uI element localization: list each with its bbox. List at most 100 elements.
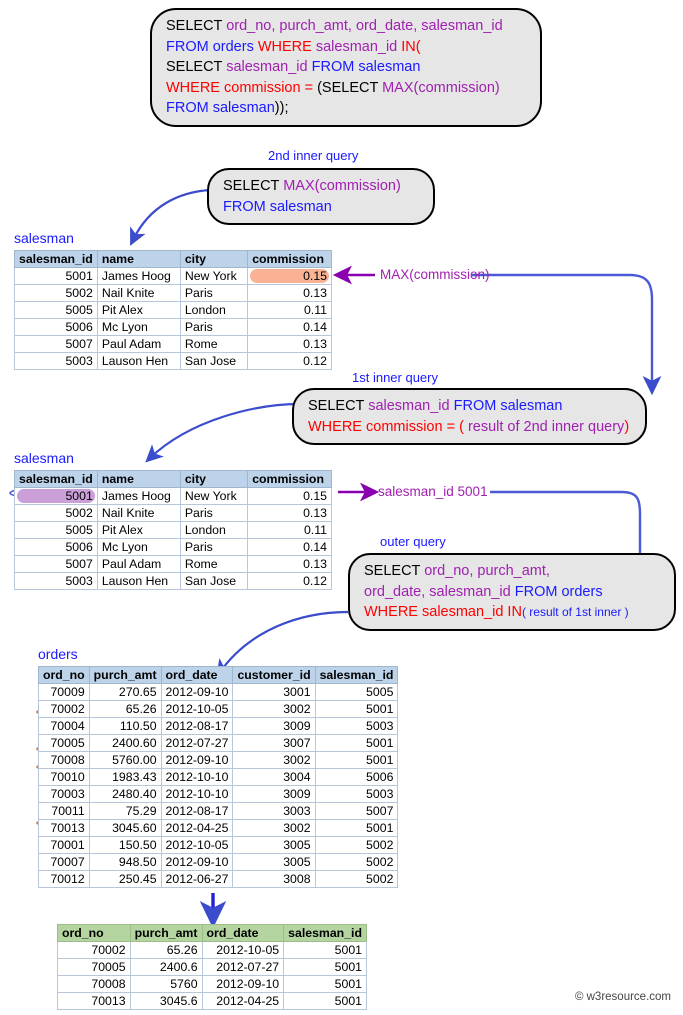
cell-purch_amt: 5760 (129, 975, 203, 993)
cell-city: New York (179, 267, 249, 285)
cell-name: Mc Lyon (96, 318, 181, 336)
outer-query-line-2: WHERE salesman_id IN( result of 1st inne… (364, 602, 660, 623)
cell-ord_date: 2012-07-27 (201, 958, 285, 976)
sql-token: WHERE salesman_id IN (364, 604, 522, 620)
cell-ord_date: 2012-09-10 (201, 975, 285, 993)
main-query-line-4: FROM salesman)); (166, 98, 526, 119)
cell-ord_date: 2012-08-17 (160, 802, 234, 820)
cell-purch_amt: 65.26 (129, 941, 203, 959)
outer-query-caption: outer query (380, 534, 446, 549)
cell-ord_date: 2012-10-10 (160, 768, 234, 786)
second-inner-lines: SELECT MAX(commission)FROM salesman (223, 176, 419, 217)
sql-token: salesman_id (368, 398, 454, 414)
cell-ord_no: 70002 (57, 941, 131, 959)
cell-purch_amt: 2400.60 (88, 734, 162, 752)
sql-token: FROM salesman (453, 398, 563, 414)
main-query-lines: SELECT ord_no, purch_amt, ord_date, sale… (166, 16, 526, 119)
cell-name: James Hoog (96, 267, 181, 285)
cell-ord_date: 2012-07-27 (160, 734, 234, 752)
sql-token: ord_no, purch_amt, (424, 563, 550, 579)
sql-token: WHERE (257, 38, 316, 55)
outer-query-line-1: ord_date, salesman_id FROM orders (364, 582, 660, 603)
cell-salesman_id: 5001 (314, 819, 399, 837)
cell-purch_amt: 150.50 (88, 836, 162, 854)
cell-purch_amt: 65.26 (88, 700, 162, 718)
outer-query-line-0: SELECT ord_no, purch_amt, (364, 561, 660, 582)
cell-salesman_id: 5006 (314, 768, 399, 786)
salesman-table-1-title: salesman (14, 230, 74, 246)
second-inner-query-box: SELECT MAX(commission)FROM salesman (207, 168, 435, 225)
main-query-line-2: SELECT salesman_id FROM salesman (166, 57, 526, 78)
cell-city: San Jose (179, 572, 249, 590)
column-header-city: city (179, 250, 249, 268)
cell-ord_no: 70009 (38, 683, 90, 701)
sql-token: WHERE commission = (166, 79, 318, 96)
sql-token: salesman_id (315, 38, 402, 55)
cell-salesman_id: 5001 (14, 267, 98, 285)
cell-customer_id: 3002 (232, 751, 316, 769)
cell-purch_amt: 3045.6 (129, 992, 203, 1010)
arrow-2nd-inner-to-salesman1 (130, 188, 211, 246)
column-header-city: city (179, 470, 249, 488)
cell-city: Paris (179, 504, 249, 522)
column-header-ord_no: ord_no (57, 924, 131, 942)
sql-token: MAX(commission) (283, 178, 401, 194)
cell-salesman_id: 5001 (314, 734, 399, 752)
first-inner-caption: 1st inner query (352, 370, 438, 385)
cell-salesman_id: 5002 (314, 870, 399, 888)
cell-ord_date: 2012-09-10 (160, 751, 234, 769)
cell-salesman_id: 5007 (14, 335, 98, 353)
cell-customer_id: 3008 (232, 870, 316, 888)
cell-commission: 0.12 (247, 352, 332, 370)
main-query-line-3: WHERE commission = (SELECT MAX(commissio… (166, 78, 526, 99)
cell-ord_no: 70012 (38, 870, 90, 888)
cell-salesman_id: 5007 (314, 802, 399, 820)
cell-customer_id: 3002 (232, 819, 316, 837)
cell-purch_amt: 270.65 (88, 683, 162, 701)
cell-salesman_id: 5001 (283, 992, 367, 1010)
cell-ord_no: 70013 (57, 992, 131, 1010)
cell-name: Pit Alex (96, 521, 181, 539)
first-inner-line-1: WHERE commission = ( result of 2nd inner… (308, 417, 631, 438)
column-header-purch_amt: purch_amt (129, 924, 203, 942)
salesman-id-5001-label: salesman_id 5001 (378, 484, 488, 499)
cell-city: New York (179, 487, 249, 505)
cell-name: Lauson Hen (96, 572, 181, 590)
watermark: © w3resource.com (574, 991, 671, 1003)
cell-ord_no: 70004 (38, 717, 90, 735)
cell-customer_id: 3001 (232, 683, 316, 701)
cell-ord_date: 2012-09-10 (160, 683, 234, 701)
column-header-ord_no: ord_no (38, 666, 90, 684)
cell-city: London (179, 521, 249, 539)
sql-token: FROM orders (166, 38, 258, 55)
cell-value: 5001 (65, 489, 93, 503)
cell-salesman_id: 5003 (14, 572, 98, 590)
cell-purch_amt: 3045.60 (88, 819, 162, 837)
cell-name: Paul Adam (96, 335, 181, 353)
outer-query-lines: SELECT ord_no, purch_amt,ord_date, sales… (364, 561, 660, 623)
orders-table-title: orders (38, 646, 78, 662)
cell-ord_no: 70011 (38, 802, 90, 820)
cell-ord_no: 70005 (57, 958, 131, 976)
cell-customer_id: 3004 (232, 768, 316, 786)
arrow-1st-inner-to-salesman2 (145, 402, 301, 463)
sql-token: (SELECT (317, 79, 383, 96)
cell-salesman_id: 5003 (314, 717, 399, 735)
main-query-line-1: FROM orders WHERE salesman_id IN( (166, 37, 526, 58)
sql-token: SELECT (166, 59, 227, 75)
